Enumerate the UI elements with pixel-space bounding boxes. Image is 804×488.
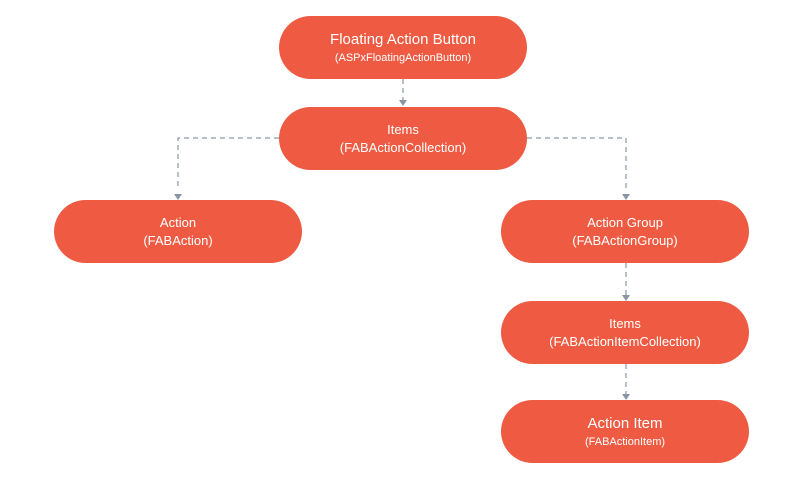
node-class-name: (ASPxFloatingActionButton) [334, 51, 472, 64]
node-action-item: Action Item (FABActionItem) [501, 400, 749, 463]
arrow-head [399, 100, 407, 106]
arrow-head [174, 194, 182, 200]
node-class-name: (FABActionGroup) [572, 232, 678, 248]
node-title: Floating Action Button [330, 30, 476, 48]
node-class-name: (FABActionItemCollection) [549, 333, 701, 349]
node-title: Items [387, 121, 419, 137]
node-class-name: (FABActionItem) [584, 435, 666, 448]
node-floating-action-button: Floating Action Button (ASPxFloatingActi… [279, 16, 527, 79]
node-action: Action (FABAction) [54, 200, 302, 263]
arrow-head [622, 194, 630, 200]
arrow-head [622, 394, 630, 400]
node-class-name: (FABActionCollection) [339, 139, 467, 155]
connector-items-action [177, 137, 279, 189]
node-group-items: Items (FABActionItemCollection) [501, 301, 749, 364]
node-action-group: Action Group (FABActionGroup) [501, 200, 749, 263]
node-title: Action [159, 214, 197, 230]
node-title: Action Item [587, 414, 663, 432]
connector-items-group [527, 137, 627, 189]
node-items: Items (FABActionCollection) [279, 107, 527, 170]
arrow-head [622, 295, 630, 301]
node-title: Items [609, 315, 641, 331]
node-class-name: (FABAction) [143, 232, 213, 248]
node-title: Action Group [587, 214, 663, 230]
